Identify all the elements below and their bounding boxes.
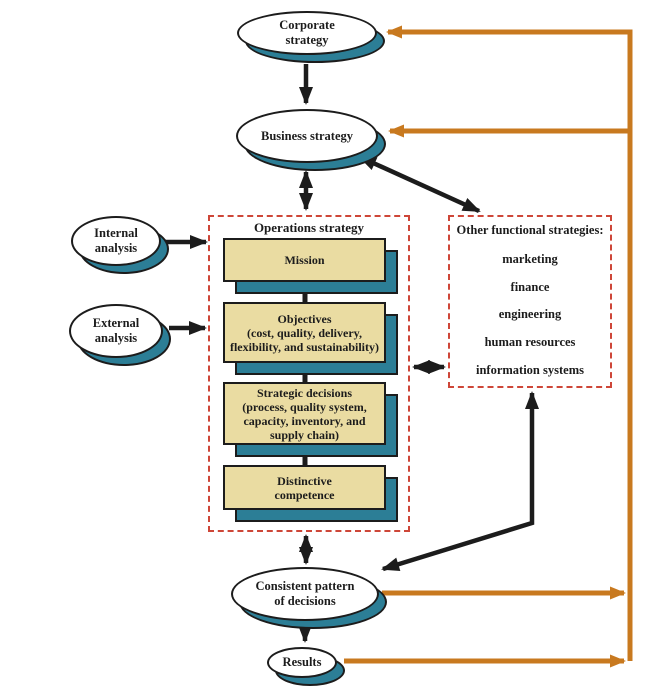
corporate-strategy-label-line1: Corporate <box>279 18 335 32</box>
panel-operations-strategy: Operations strategy <box>208 215 410 532</box>
black-arrows <box>164 64 539 643</box>
ellipse-internal-analysis: Internal analysis <box>71 216 169 274</box>
functional-item-marketing: marketing <box>502 251 558 266</box>
ellipse-external-analysis: External analysis <box>69 304 171 366</box>
strategic-decisions-label-line4: supply chain) <box>269 427 340 442</box>
consistent-pattern-label-line1: Consistent pattern <box>255 579 355 593</box>
business-strategy-label: Business strategy <box>260 128 354 143</box>
external-analysis-label-line1: External <box>92 316 140 330</box>
internal-analysis-label-line1: Internal <box>94 226 138 240</box>
operations-panel-title: Operations strategy <box>253 220 365 235</box>
results-label: Results <box>282 655 322 669</box>
objectives-label-line1: Objectives <box>277 311 332 326</box>
box-mission: Mission <box>223 238 398 294</box>
distinctive-competence-label-line2: competence <box>274 487 335 502</box>
strategic-decisions-label-line1: Strategic decisions <box>257 385 352 400</box>
strategic-decisions-label-line3: capacity, inventory, and <box>243 413 366 428</box>
objectives-label-line2: (cost, quality, delivery, <box>247 325 362 340</box>
ellipse-business-strategy: Business strategy <box>236 109 386 171</box>
ellipse-results: Results <box>267 647 345 686</box>
ellipse-corporate-strategy: Corporate strategy <box>237 11 385 63</box>
functional-item-human-resources: human resources <box>484 335 576 350</box>
internal-analysis-label-line2: analysis <box>94 241 138 255</box>
ellipse-consistent-pattern: Consistent pattern of decisions <box>231 567 387 629</box>
arrow-functional-consistent-bidirectional <box>381 391 539 572</box>
functional-item-information-systems: information systems <box>476 362 584 377</box>
external-analysis-label-line2: analysis <box>94 331 138 345</box>
arrow-feedback-to-corporate <box>386 25 633 661</box>
box-objectives: Objectives (cost, quality, delivery, fle… <box>223 302 398 375</box>
feedback-loop-orange <box>344 25 633 668</box>
panel-other-functional-strategies: Other functional strategies: marketing f… <box>448 215 612 388</box>
distinctive-competence-label-line1: Distinctive <box>277 473 332 488</box>
functional-item-engineering: engineering <box>498 307 562 322</box>
functional-panel-title: Other functional strategies: <box>456 223 604 237</box>
consistent-pattern-label-line2: of decisions <box>274 594 336 608</box>
strategic-decisions-label-line2: (process, quality system, <box>242 399 367 414</box>
box-distinctive-competence: Distinctive competence <box>223 465 398 522</box>
box-strategic-decisions: Strategic decisions (process, quality sy… <box>223 382 398 457</box>
arrow-business-functional-bidirectional <box>358 154 481 214</box>
mission-label: Mission <box>284 253 325 267</box>
corporate-strategy-label-line2: strategy <box>285 33 329 47</box>
functional-item-finance: finance <box>510 279 550 294</box>
objectives-label-line3: flexibility, and sustainability) <box>229 339 380 354</box>
functional-strategies-list: Other functional strategies: marketing f… <box>450 217 610 386</box>
